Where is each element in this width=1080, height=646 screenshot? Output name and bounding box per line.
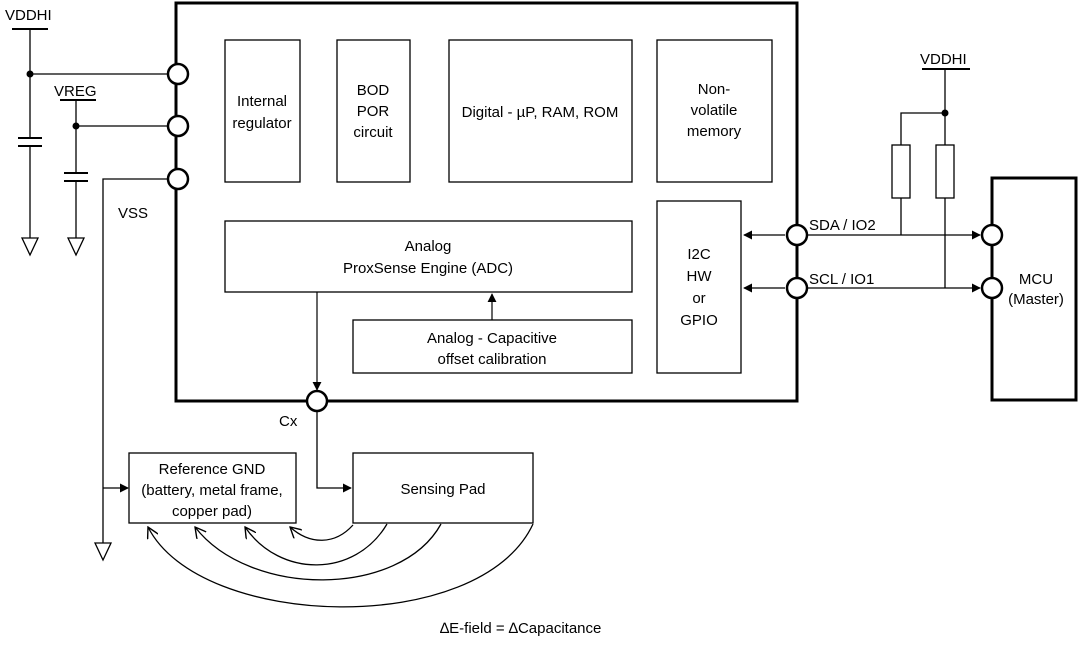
mcu-pin-scl [980,276,1004,300]
analog-line-2: ProxSense Engine (ADC) [343,260,513,277]
ref-gnd-line-1: Reference GND [159,461,266,478]
e-field-arcs [148,523,534,608]
pin-scl [785,276,809,300]
analog-line-1: Analog [405,238,452,255]
nvm-line-3: memory [687,123,742,140]
bod-line-1: BOD [357,82,390,99]
nvm-line-2: volatile [691,102,738,119]
bod-line-3: circuit [353,124,393,141]
i2c-gpio-block: I2C HW or GPIO [656,200,742,374]
pin-vddhi [166,62,190,86]
analog-engine-block: Analog ProxSense Engine (ADC) [224,220,633,293]
regulator-line-2: regulator [232,115,291,132]
cx-label: Cx [279,413,298,430]
offset-calibration-block: Analog - Capacitive offset calibration [352,319,633,374]
bod-line-2: POR [357,103,390,120]
cx-to-pad-line [316,411,352,493]
i2c-bus [743,68,981,293]
junction-dot [941,109,949,117]
pin-vreg [166,114,190,138]
e-field-caption: ∆E-field = ∆Capacitance [440,620,601,637]
pin-cx [305,389,329,413]
mcu-block: MCU (Master) [990,176,1078,402]
scl-pullup-resistor [935,144,955,199]
mcu-pin-sda [980,223,1004,247]
mcu-line-2: (Master) [1008,291,1064,308]
digital-label: Digital - µP, RAM, ROM [462,104,619,121]
nvm-line-1: Non- [698,81,731,98]
vreg-label: VREG [54,83,97,100]
i2c-line-1: I2C [687,246,711,263]
nvm-block: Non- volatile memory [656,39,773,183]
ref-gnd-line-2: (battery, metal frame, [141,482,282,499]
i2c-line-2: HW [687,268,713,285]
chip-outline [174,1,799,403]
i2c-line-4: GPIO [680,312,718,329]
ref-gnd-line-3: copper pad) [172,503,252,520]
vddhi-left-label: VDDHI [5,7,52,24]
sda-label: SDA / IO2 [809,217,876,234]
vss-label: VSS [118,205,148,222]
internal-regulator-block: Internal regulator [224,39,301,183]
bod-por-block: BOD POR circuit [336,39,411,183]
reference-gnd-block: Reference GND (battery, metal frame, cop… [128,452,297,524]
offset-line-1: Analog - Capacitive [427,330,557,347]
vddhi-right-label: VDDHI [920,51,967,68]
left-supply-network [12,28,168,562]
junction-dot [26,70,34,78]
sensing-pad-block: Sensing Pad [352,452,534,524]
pin-vss [166,167,190,191]
sda-pullup-resistor [891,144,911,199]
i2c-line-3: or [692,290,705,307]
offset-line-2: offset calibration [438,351,547,368]
digital-block: Digital - µP, RAM, ROM [448,39,633,183]
sensing-pad-label: Sensing Pad [400,481,485,498]
scl-label: SCL / IO1 [809,271,874,288]
junction-dot [72,122,80,130]
regulator-line-1: Internal [237,93,287,110]
mcu-line-1: MCU [1019,271,1053,288]
pin-sda [785,223,809,247]
